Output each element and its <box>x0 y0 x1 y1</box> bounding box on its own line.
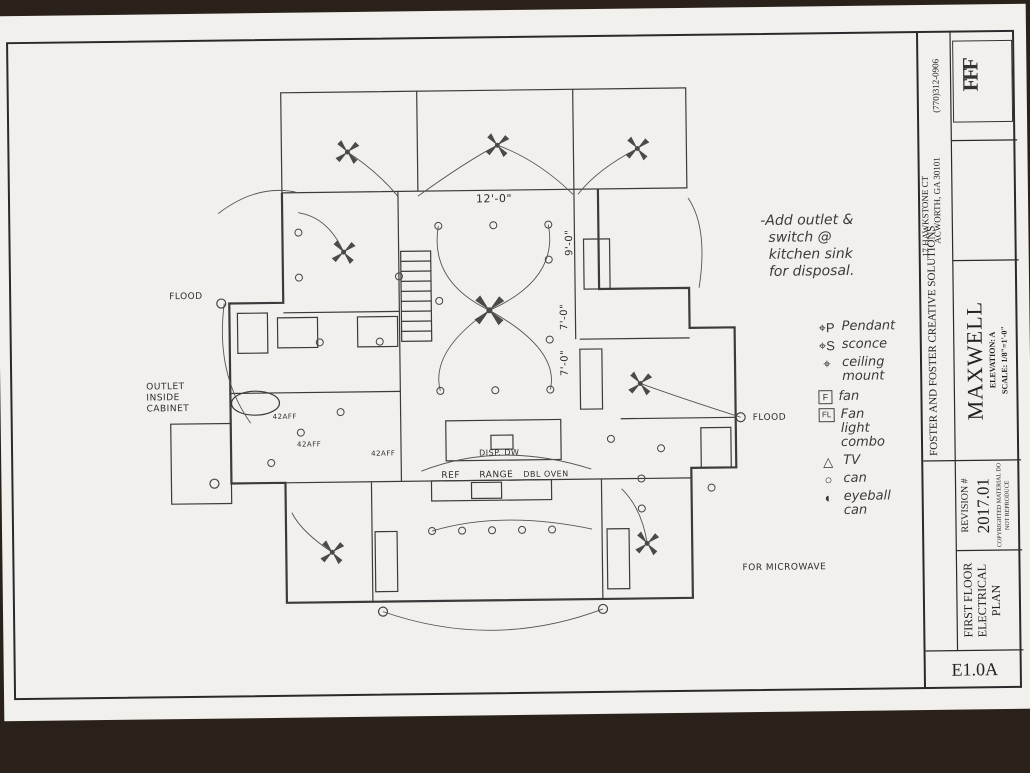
outlet-cabinet-note: OUTLET INSIDE CABINET <box>146 382 189 416</box>
title-block-grid <box>923 30 1024 652</box>
sconce-icon: ⌖S <box>818 338 835 354</box>
revision-number: 2017.01 <box>973 477 994 534</box>
eyeball-can-icon: ◐ <box>824 490 833 506</box>
legend-row-sconce: ⌖S sconce <box>818 336 928 356</box>
exterior-lights <box>209 298 746 617</box>
bath-shower-left <box>236 312 269 354</box>
side-deck <box>170 422 233 505</box>
dimension-right-lower: 7'-0" <box>559 349 571 377</box>
fixture-label-disp-dw: DISP. DW <box>479 447 520 458</box>
can-lights <box>267 220 716 536</box>
address-line-2: ACWORTH, GA 30101 <box>931 157 943 245</box>
flood-label-right: FLOOD <box>752 412 787 424</box>
pendant-icon: ⌖P <box>818 320 835 336</box>
fixture-label-ref: REF <box>441 470 461 481</box>
flood-label-left: FLOOD <box>169 291 203 303</box>
legend-label: fan <box>838 388 860 405</box>
project-name: MAXWELL <box>961 300 988 421</box>
legend-label: can <box>843 470 867 486</box>
legend-row-eyeball-can: ◐ eyeball can <box>820 488 930 524</box>
legend-label: eyeball can <box>843 488 891 518</box>
symbol-legend: ⌖P Pendant ⌖S sconce ⌖ ceiling mount F f… <box>818 318 930 524</box>
tv-icon: △ <box>823 454 834 470</box>
can-icon: ○ <box>824 472 833 488</box>
legend-row-can: ○ can <box>819 471 929 490</box>
bathtub-left <box>230 390 281 416</box>
phone-number: (770)312-0906 <box>930 58 941 113</box>
kitchen-counter <box>430 478 553 502</box>
fixture-label-height-3: 42AFF <box>371 449 396 458</box>
dimension-right-mid: 7'-0" <box>558 303 571 331</box>
revision-label: REVISION # <box>959 478 972 533</box>
outlet-cabinet-line-3: CABINET <box>146 403 190 415</box>
legend-row-ceiling-mount: ⌖ ceiling mount <box>818 354 928 390</box>
microwave-note: FOR MICROWAVE <box>742 562 827 574</box>
back-porch-outline <box>280 87 688 194</box>
sheet-number: E1.0A <box>951 658 999 680</box>
staircase <box>400 250 433 342</box>
outlet-cabinet-line-2: INSIDE <box>146 393 180 404</box>
disposal-note-line-3: kitchen sink <box>768 245 853 263</box>
bath-shower-right <box>700 426 732 469</box>
fireplace <box>582 238 611 290</box>
legend-label: sconce <box>841 336 888 353</box>
legend-row-fan-light-combo: FL Fan light combo <box>818 406 930 454</box>
kitchen-island <box>445 418 562 462</box>
disposal-note: -Add outlet & switch @ kitchen sink for … <box>760 212 854 281</box>
disposal-note-line-1: -Add outlet & <box>760 211 854 229</box>
fixture-label-height-2: 42AFF <box>296 440 322 449</box>
sheet-title: FIRST FLOOR ELECTRICAL PLAN <box>960 562 1004 638</box>
dimension-top: 12'-0" <box>475 192 513 206</box>
ceiling-fans <box>320 133 660 565</box>
disposal-note-line-2: switch @ <box>768 229 832 246</box>
wiring-arcs <box>217 144 741 631</box>
drawing-sheet: 12'-0" 9'-0" 7'-0" 7'-0" REF RANGE DBL O… <box>0 3 1030 722</box>
fan-light-combo-icon: FL <box>818 408 835 423</box>
outlet-cabinet-line-1: OUTLET <box>146 382 185 393</box>
logo-mark: FFF <box>957 59 983 92</box>
legend-label: ceiling mount <box>841 354 885 385</box>
dimension-right-upper: 9'-0" <box>563 229 576 256</box>
fixture-label-height-1: 42AFF <box>272 412 297 421</box>
company-logo: FFF <box>952 39 1014 123</box>
legend-label: Fan light combo <box>840 406 886 451</box>
legend-row-tv: △ TV <box>819 453 929 472</box>
legend-row-pendant: ⌖P Pendant <box>818 318 928 338</box>
fan-icon: F <box>818 390 833 405</box>
legend-row-fan: F fan <box>818 389 928 408</box>
floor-plan-drawing <box>170 87 746 631</box>
legend-label: TV <box>843 452 861 468</box>
fixture-label-dbl-oven: DBL OVEN <box>523 469 569 479</box>
disposal-note-line-4: for disposal. <box>768 262 855 280</box>
exterior-walls <box>228 188 738 604</box>
fixture-label-range: RANGE <box>479 470 514 481</box>
title-block: FFF FOSTER AND FOSTER CREATIVE SOLUTIONS… <box>915 29 1025 690</box>
ceiling-mount-icon: ⌖ <box>823 356 831 372</box>
copyright-notice: COPYRIGHTED MATERIAL DO NOT REPRODUCE <box>996 463 1012 548</box>
legend-label: Pendant <box>841 318 896 335</box>
